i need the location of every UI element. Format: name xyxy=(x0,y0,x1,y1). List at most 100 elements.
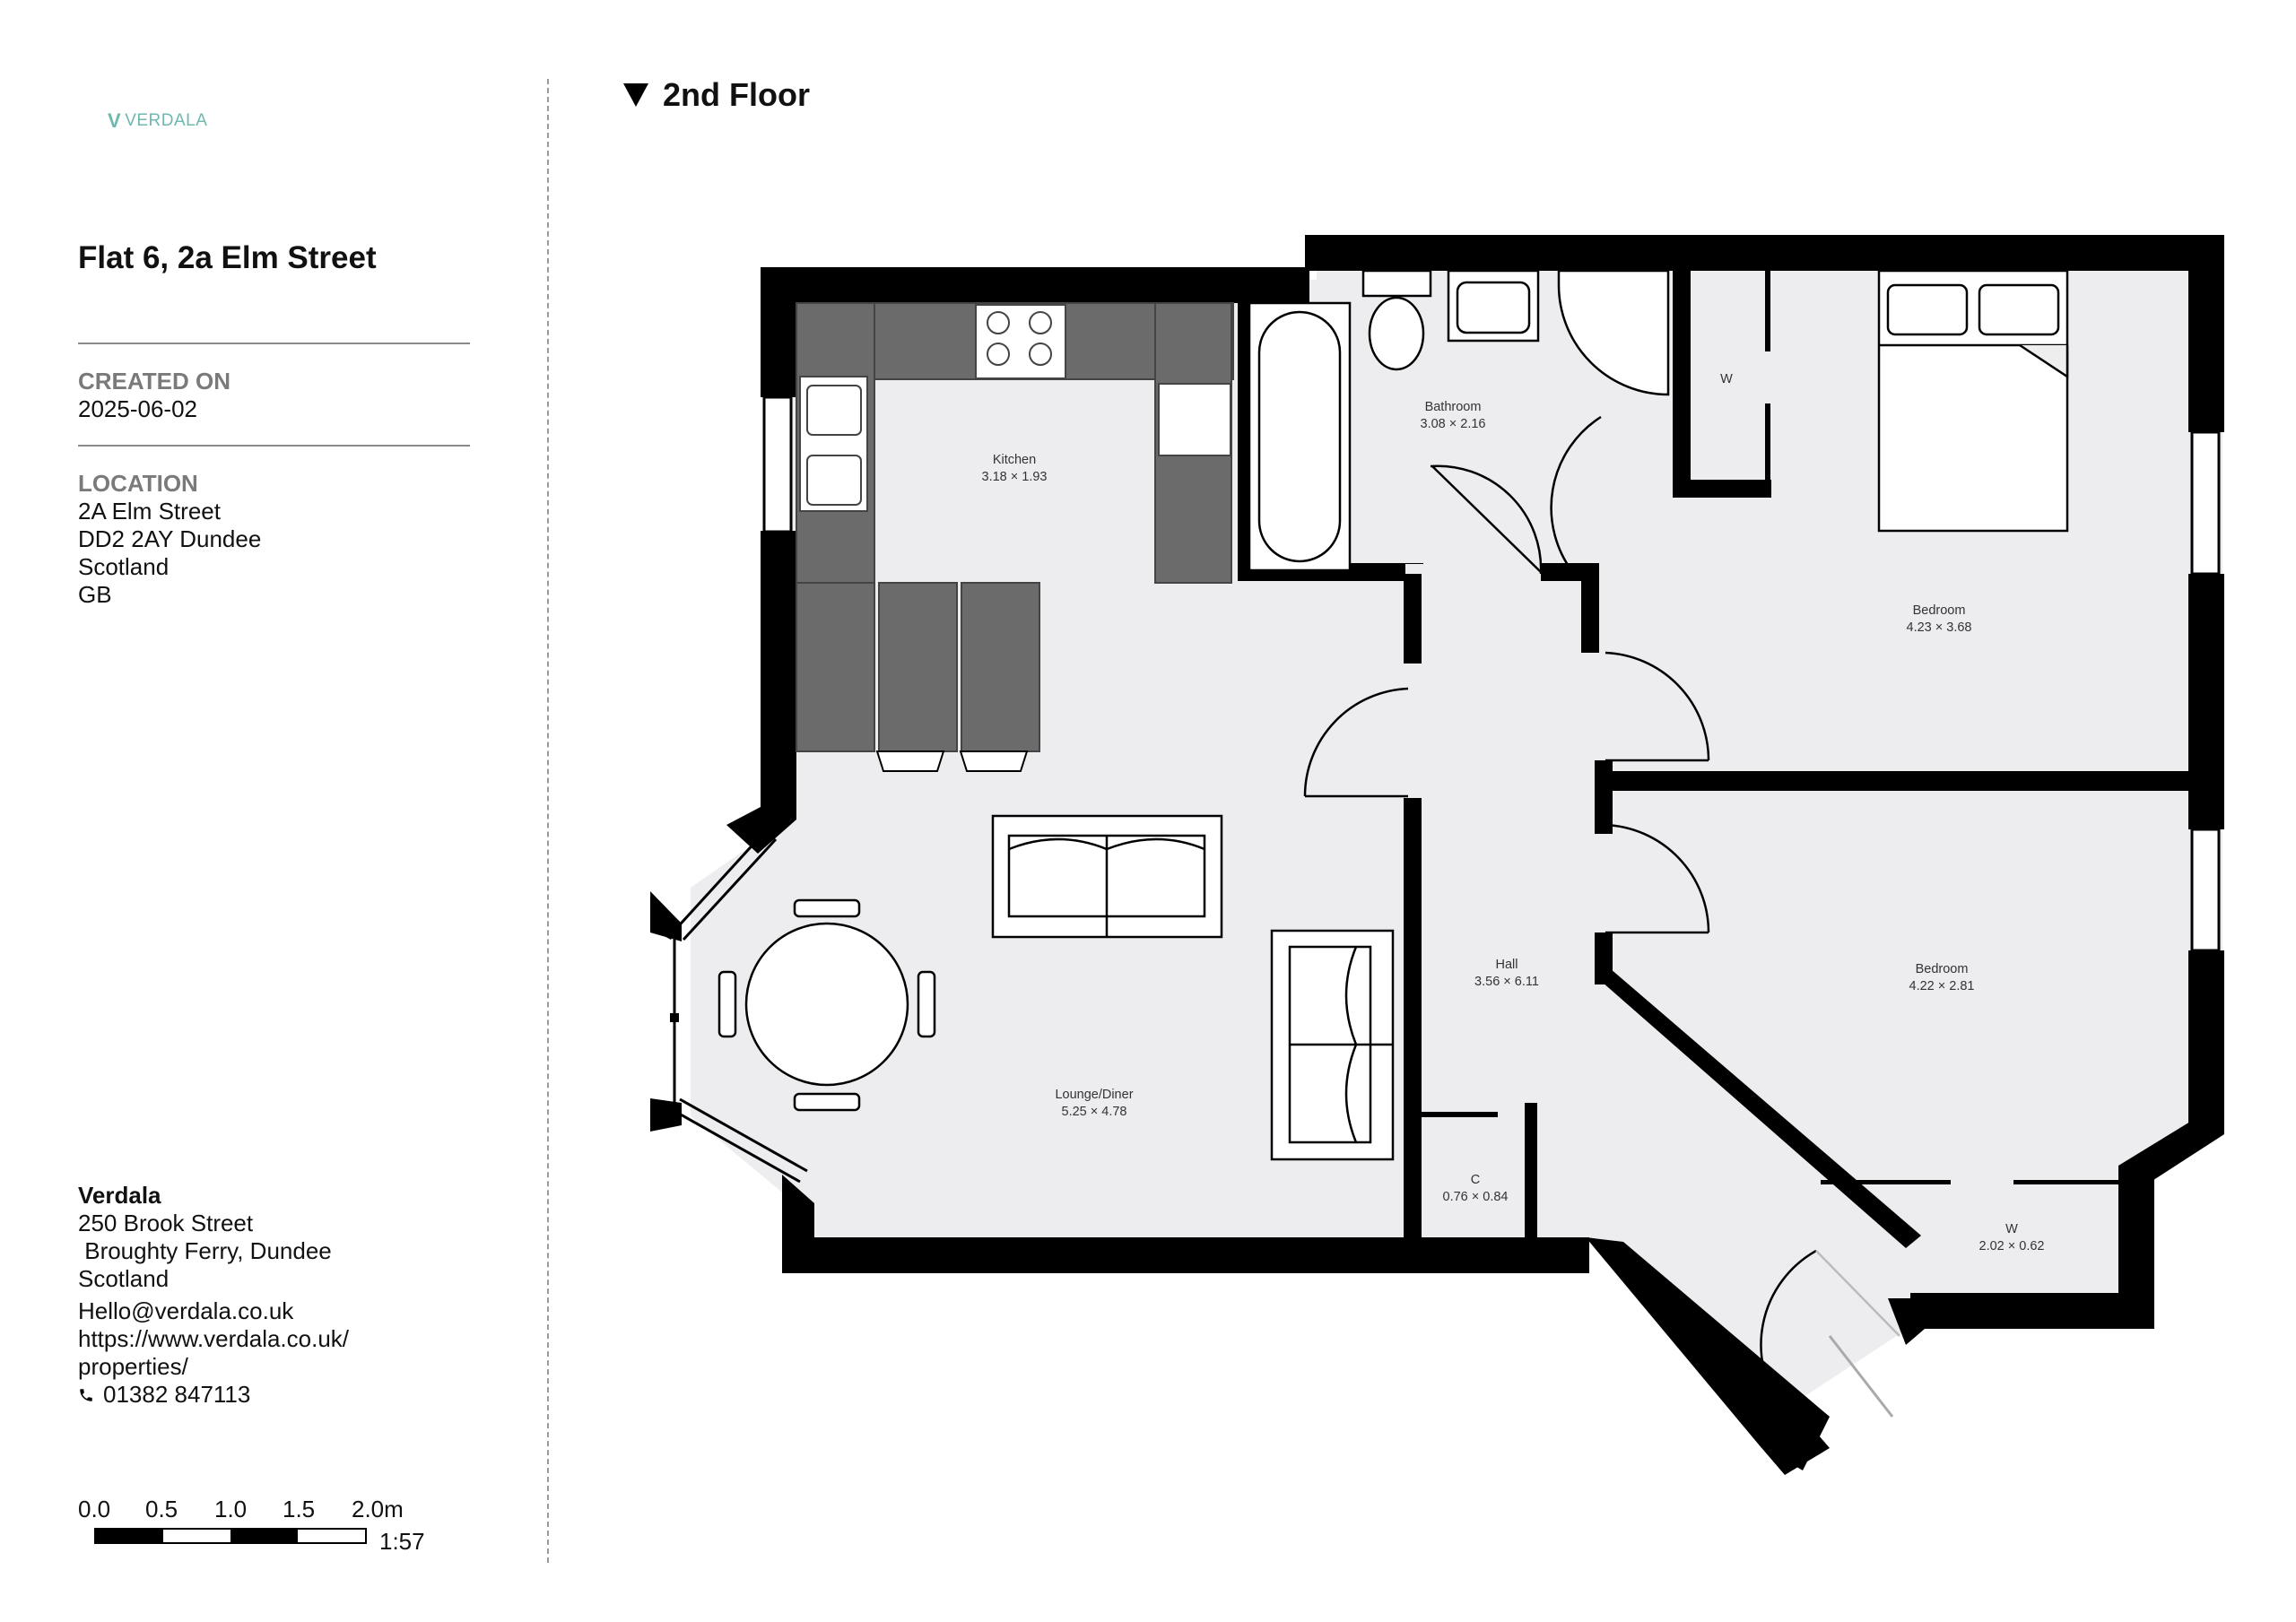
company-address-line: Scotland xyxy=(78,1265,170,1292)
wall xyxy=(1595,968,1921,1248)
wall xyxy=(782,1175,814,1242)
stool xyxy=(959,750,1029,772)
company-email[interactable]: Hello@verdala.co.uk xyxy=(78,1297,294,1324)
wall xyxy=(1404,574,1422,664)
scale-tick-label: 1.0 xyxy=(214,1496,248,1522)
wall xyxy=(2188,235,2224,432)
room-dims: 3.08 × 2.16 xyxy=(1421,417,1486,431)
wall xyxy=(761,267,796,397)
created-label: CREATED ON xyxy=(78,368,230,395)
location-line: Scotland xyxy=(78,553,170,580)
wall xyxy=(782,1237,1589,1273)
window xyxy=(672,1108,801,1184)
created-value: 2025-06-02 xyxy=(78,395,197,422)
brand-logo: V VERDALA xyxy=(108,109,207,133)
room-name: W xyxy=(2005,1222,2018,1236)
wall xyxy=(1758,1417,1830,1475)
room-name: Kitchen xyxy=(993,453,1036,467)
wall xyxy=(2118,1166,2154,1329)
company-phone[interactable]: 01382 847113 xyxy=(78,1381,349,1409)
dining-table xyxy=(744,922,909,1087)
door xyxy=(1760,1249,1817,1413)
floor-header[interactable]: 2nd Floor xyxy=(623,76,810,114)
scale-segments xyxy=(94,1528,367,1544)
chair xyxy=(793,898,861,918)
location-line: GB xyxy=(78,581,112,608)
wall xyxy=(1673,480,1771,498)
shower-tray xyxy=(1557,269,1670,396)
wall xyxy=(1595,771,2191,791)
wall xyxy=(1586,1237,1830,1470)
room-dims: 3.18 × 1.93 xyxy=(982,470,1048,484)
wall xyxy=(1305,235,2224,271)
info-sidebar: V VERDALA Flat 6, 2a Elm Street CREATED … xyxy=(0,0,549,1622)
company-website-line[interactable]: https://www.verdala.co.uk/ xyxy=(78,1325,350,1352)
wall xyxy=(1405,563,1423,564)
location-address: 2A Elm Street DD2 2AY Dundee Scotland GB xyxy=(78,498,261,609)
window xyxy=(2190,430,2221,576)
scale-bar: 0.0 0.5 1.0 1.5 2.0m 1:57 xyxy=(78,1496,455,1555)
room-name: Bedroom xyxy=(1913,603,1966,618)
kitchen-island xyxy=(961,582,1040,752)
window xyxy=(762,395,793,533)
room-dims: 4.23 × 3.68 xyxy=(1907,620,1972,635)
company-name: Verdala xyxy=(78,1182,161,1209)
sidebar-divider xyxy=(547,79,549,1563)
window xyxy=(671,828,769,934)
room-dims: 5.25 × 4.78 xyxy=(1062,1105,1127,1119)
wall xyxy=(1404,798,1422,1269)
divider xyxy=(78,445,470,447)
chair xyxy=(917,970,936,1038)
chair xyxy=(793,1092,861,1112)
window xyxy=(1828,1335,1894,1418)
brand-name: VERDALA xyxy=(125,111,208,130)
wall xyxy=(2188,574,2224,829)
location-label: LOCATION xyxy=(78,470,198,497)
wall xyxy=(2188,950,2224,1134)
collapse-triangle-icon[interactable] xyxy=(623,83,648,107)
wall xyxy=(761,267,1309,303)
scale-tick-label: 1.5 xyxy=(283,1496,316,1522)
company-address-line: Broughty Ferry, Dundee xyxy=(78,1237,332,1264)
appliance xyxy=(1158,383,1231,456)
room-name: Lounge/Diner xyxy=(1055,1088,1133,1102)
door xyxy=(1605,823,1710,933)
company-contact: Hello@verdala.co.uk https://www.verdala.… xyxy=(78,1297,349,1409)
wall xyxy=(1581,563,1599,653)
phone-icon xyxy=(80,1388,92,1401)
property-title: Flat 6, 2a Elm Street xyxy=(78,240,377,275)
wall xyxy=(1765,403,1770,489)
door xyxy=(1550,415,1602,575)
room-dims: 4.22 × 2.81 xyxy=(1909,979,1975,993)
company-website-line[interactable]: properties/ xyxy=(78,1353,188,1380)
scale-tick-label: 0.5 xyxy=(145,1496,178,1522)
stool xyxy=(875,750,945,772)
kitchen-island xyxy=(878,582,958,752)
room-name: Bathroom xyxy=(1425,400,1482,414)
room-name: Hall xyxy=(1496,958,1518,972)
phone-number: 01382 847113 xyxy=(103,1381,251,1408)
wall xyxy=(1525,1103,1537,1255)
divider xyxy=(78,343,470,344)
wall xyxy=(726,807,796,854)
company-address-line: 250 Brook Street xyxy=(78,1210,254,1236)
room-dims: 0.76 × 0.84 xyxy=(1443,1190,1509,1204)
door xyxy=(1430,464,1543,575)
room-name: Bedroom xyxy=(1916,962,1969,976)
location-line: 2A Elm Street xyxy=(78,498,221,525)
scale-tick-label: 0.0 xyxy=(78,1496,111,1522)
wall xyxy=(2013,1180,2126,1184)
room-dims: 2.02 × 0.62 xyxy=(1979,1239,2045,1253)
window xyxy=(2190,828,2221,952)
kitchen-island xyxy=(796,582,875,752)
wall xyxy=(1422,1112,1498,1117)
room-dims: 3.56 × 6.11 xyxy=(1474,975,1539,989)
location-line: DD2 2AY Dundee xyxy=(78,525,262,552)
room-labels: Kitchen 3.18 × 1.93 Bathroom 3.08 × 2.16… xyxy=(982,372,2045,1253)
window xyxy=(679,1097,808,1173)
company-address: Verdala 250 Brook Street Broughty Ferry,… xyxy=(78,1182,332,1293)
room-name: C xyxy=(1471,1173,1480,1187)
scale-tick-label: 2.0m xyxy=(352,1496,404,1522)
toilet xyxy=(1361,269,1432,298)
